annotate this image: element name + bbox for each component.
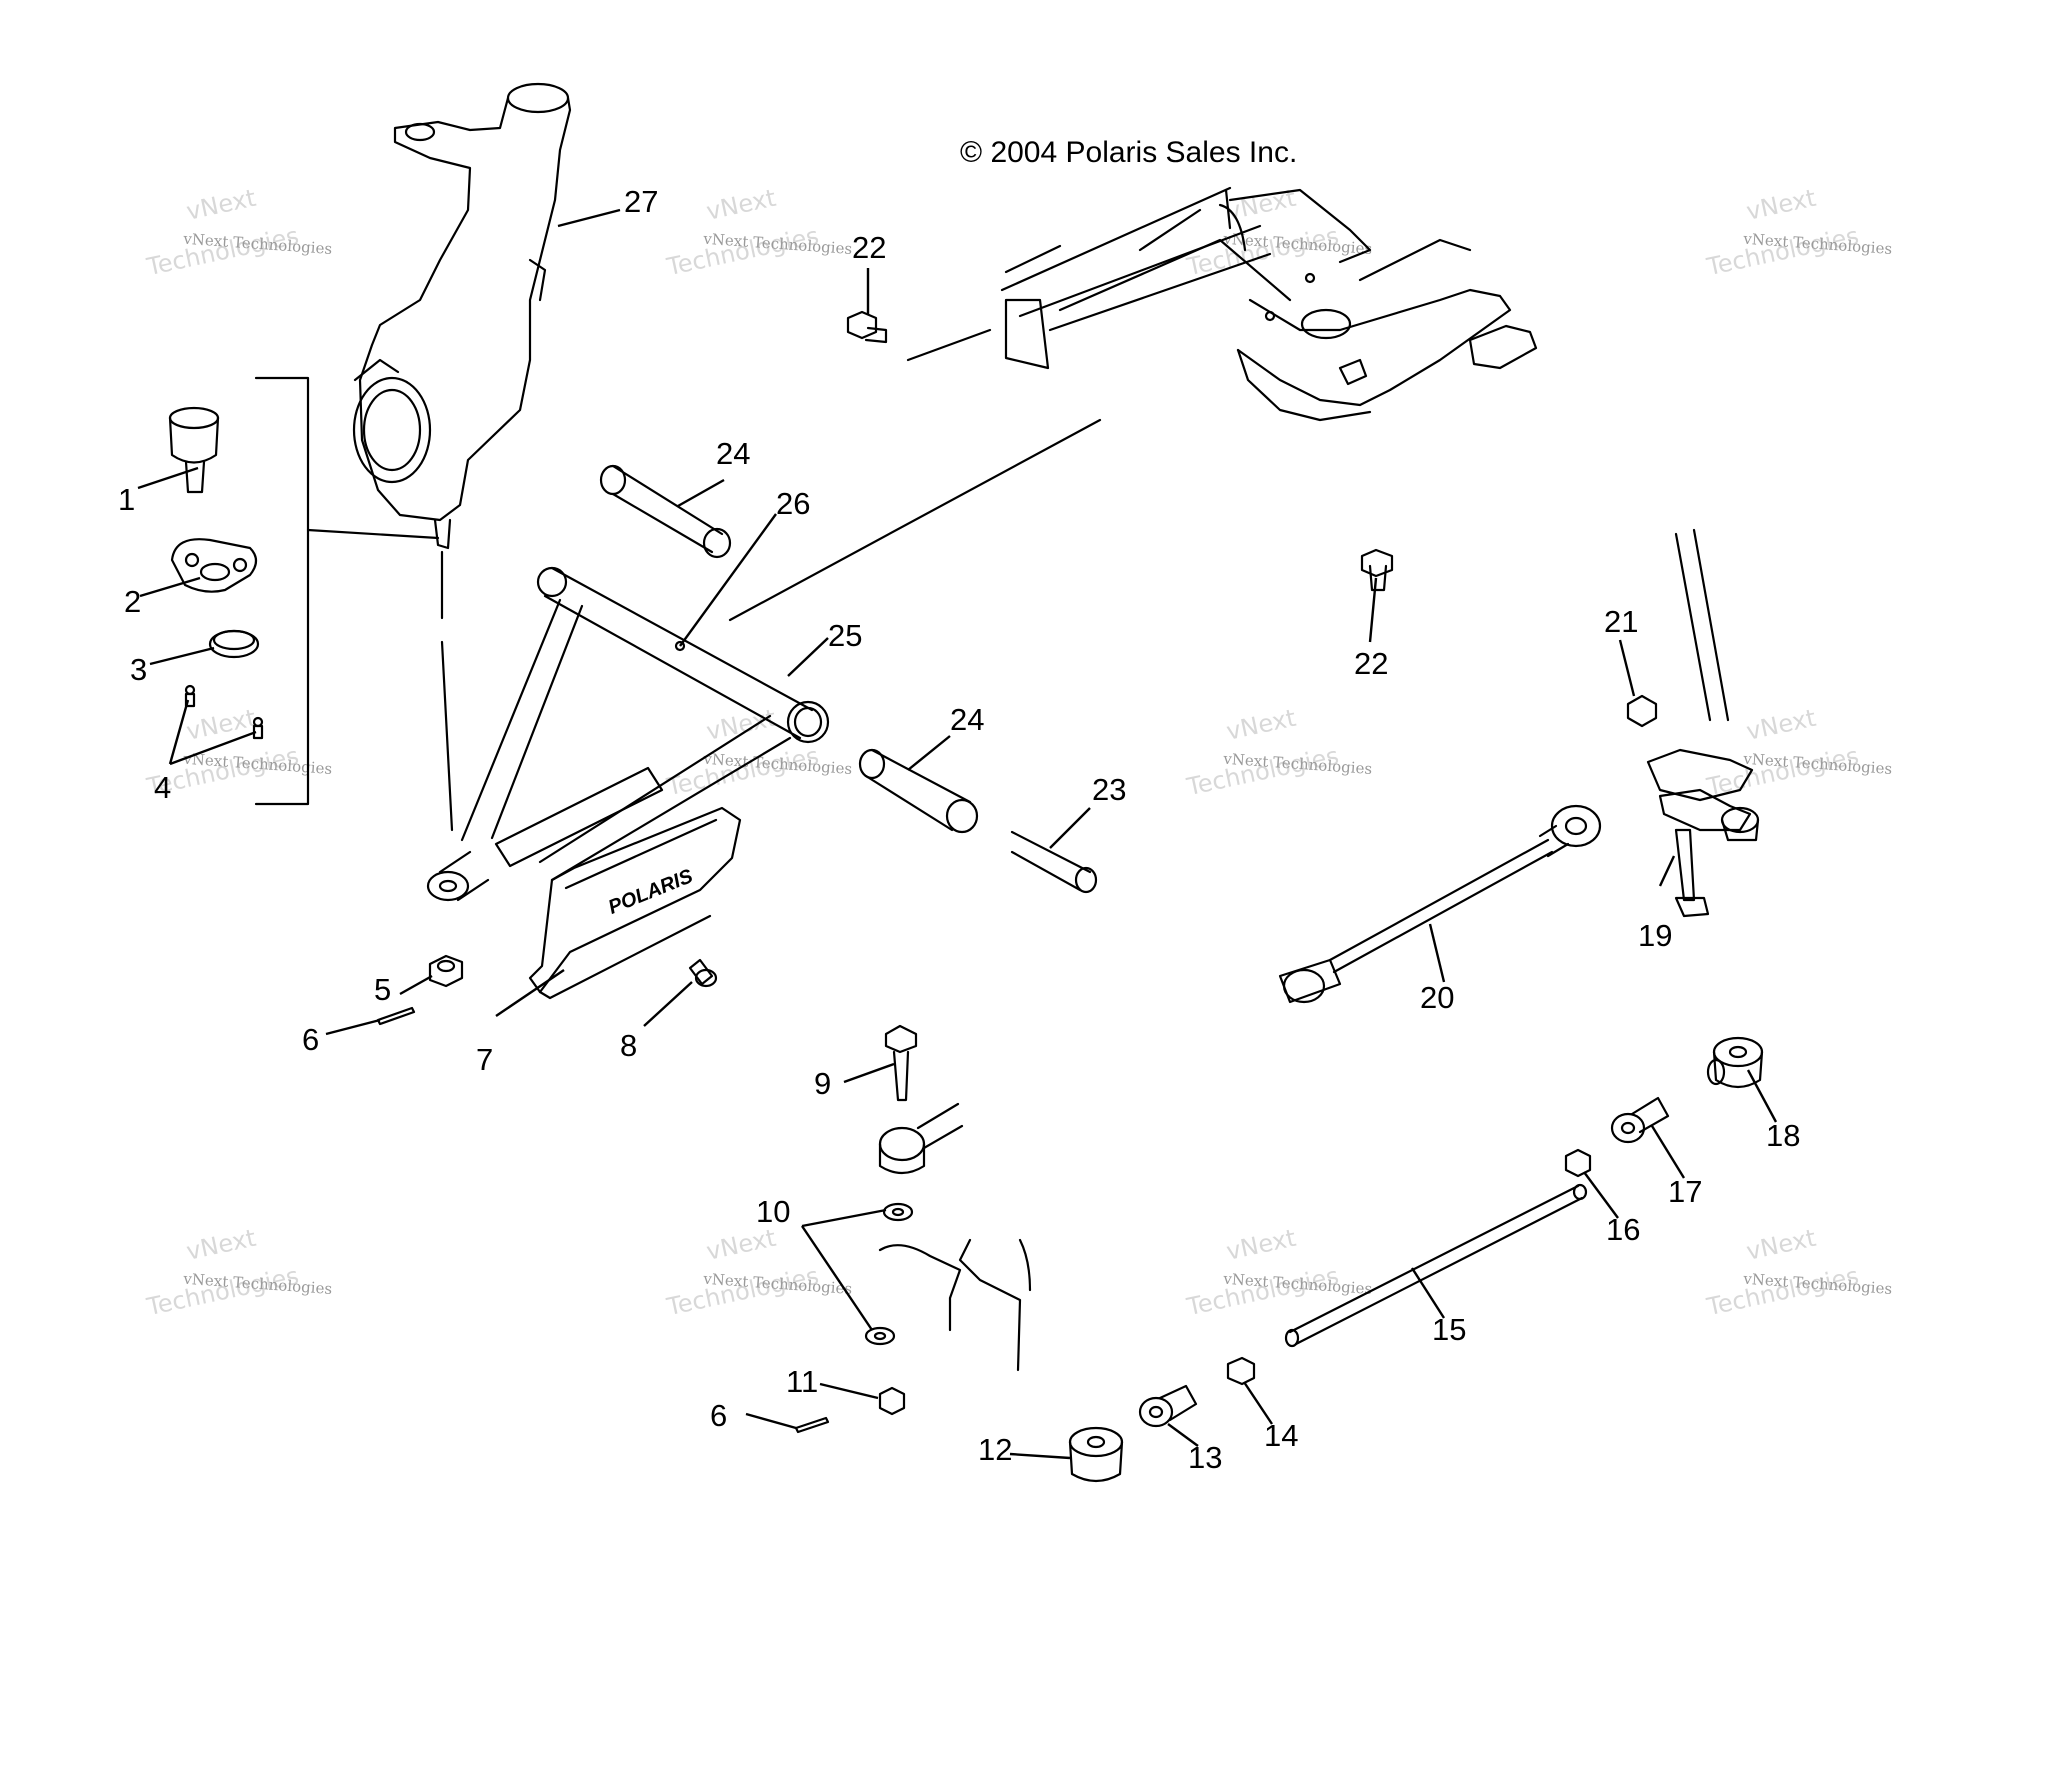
part-23-shaft [1010, 830, 1098, 894]
watermark-vnext: vNext [1744, 1224, 1818, 1266]
part-27-spindle [352, 82, 572, 550]
part-3-seal [208, 629, 260, 659]
part-8-bolt [688, 958, 718, 988]
part-10-washer [864, 1202, 914, 1346]
callout-3: 3 [130, 652, 147, 687]
callout-13: 13 [1188, 1440, 1222, 1475]
watermark-vnext: vNext [184, 704, 258, 746]
part-21-nut [1626, 694, 1658, 728]
callout-14: 14 [1264, 1418, 1298, 1453]
part-14-nut [1226, 1356, 1256, 1386]
watermark-vnext: vNext [1744, 704, 1818, 746]
part-25-a-arm [426, 566, 830, 902]
frame-section [728, 186, 1538, 622]
watermark-vnext: vNext [1224, 184, 1298, 226]
callout-6b: 6 [710, 1398, 727, 1433]
callout-20: 20 [1420, 980, 1454, 1015]
callout-8: 8 [620, 1028, 637, 1063]
callout-2: 2 [124, 584, 141, 619]
callout-5: 5 [374, 972, 391, 1007]
part-19-bolt [1674, 828, 1710, 918]
callout-1: 1 [118, 482, 135, 517]
part-5-nut [428, 954, 464, 988]
part-1-ball-joint [168, 406, 220, 494]
callout-22a: 22 [852, 230, 886, 265]
callout-23: 23 [1092, 772, 1126, 807]
callout-27: 27 [624, 184, 658, 219]
part-2-plate [170, 538, 258, 593]
part-17-rod-end [1610, 1096, 1670, 1144]
watermark-vnext: vNext [704, 184, 778, 226]
callout-22b: 22 [1354, 646, 1388, 681]
part-steering-post [1646, 528, 1760, 842]
callout-10: 10 [756, 1194, 790, 1229]
copyright-notice: © 2004 Polaris Sales Inc. [960, 136, 1297, 169]
part-18-bushing [1706, 1036, 1764, 1089]
callout-9: 9 [814, 1066, 831, 1101]
watermark-vnext: vNext [184, 184, 258, 226]
callout-4: 4 [154, 770, 171, 805]
watermark-vnext: vNext [1224, 1224, 1298, 1266]
callout-17: 17 [1668, 1174, 1702, 1209]
kit-bracket [254, 376, 440, 806]
leader-lines [137, 208, 1778, 1460]
part-20-tie-rod [1278, 804, 1602, 1004]
watermark-vnext: vNext [704, 704, 778, 746]
shock-eye-bracket [878, 1102, 1032, 1372]
callout-19: 19 [1638, 918, 1672, 953]
callout-24a: 24 [716, 436, 750, 471]
callout-11: 11 [786, 1364, 818, 1399]
part-9-bolt [884, 1024, 918, 1102]
part-22-bolt [846, 310, 1394, 592]
part-6-cotter-pin [376, 1006, 830, 1434]
watermark-vnext: vNext [1224, 704, 1298, 746]
part-24-bushing-lower [858, 748, 979, 834]
part-13-tie-rod-end [1138, 1384, 1198, 1428]
part-11-nut [878, 1386, 906, 1416]
callout-6a: 6 [302, 1022, 319, 1057]
callout-25: 25 [828, 618, 862, 653]
callout-18: 18 [1766, 1118, 1800, 1153]
watermark-vnext: vNext [704, 1224, 778, 1266]
part-12-bushing [1068, 1426, 1124, 1483]
callout-16: 16 [1606, 1212, 1640, 1247]
part-16-nut [1564, 1148, 1592, 1178]
callout-21: 21 [1604, 604, 1638, 639]
callout-24b: 24 [950, 702, 984, 737]
callout-7: 7 [476, 1042, 493, 1077]
axis-line-spindle [440, 550, 454, 832]
callout-26: 26 [776, 486, 810, 521]
watermark-vnext: vNext [1744, 184, 1818, 226]
watermark-vnext: vNext [184, 1224, 258, 1266]
callout-12: 12 [978, 1432, 1012, 1467]
part-15-rod [1284, 1183, 1588, 1348]
part-24-bushing-upper [599, 464, 732, 559]
callout-15: 15 [1432, 1312, 1466, 1347]
polaris-logo-text: POLARIS [605, 865, 696, 919]
callout-labels: 1 2 3 4 5 6 6 7 8 9 10 11 12 13 14 15 16… [118, 184, 1800, 1475]
